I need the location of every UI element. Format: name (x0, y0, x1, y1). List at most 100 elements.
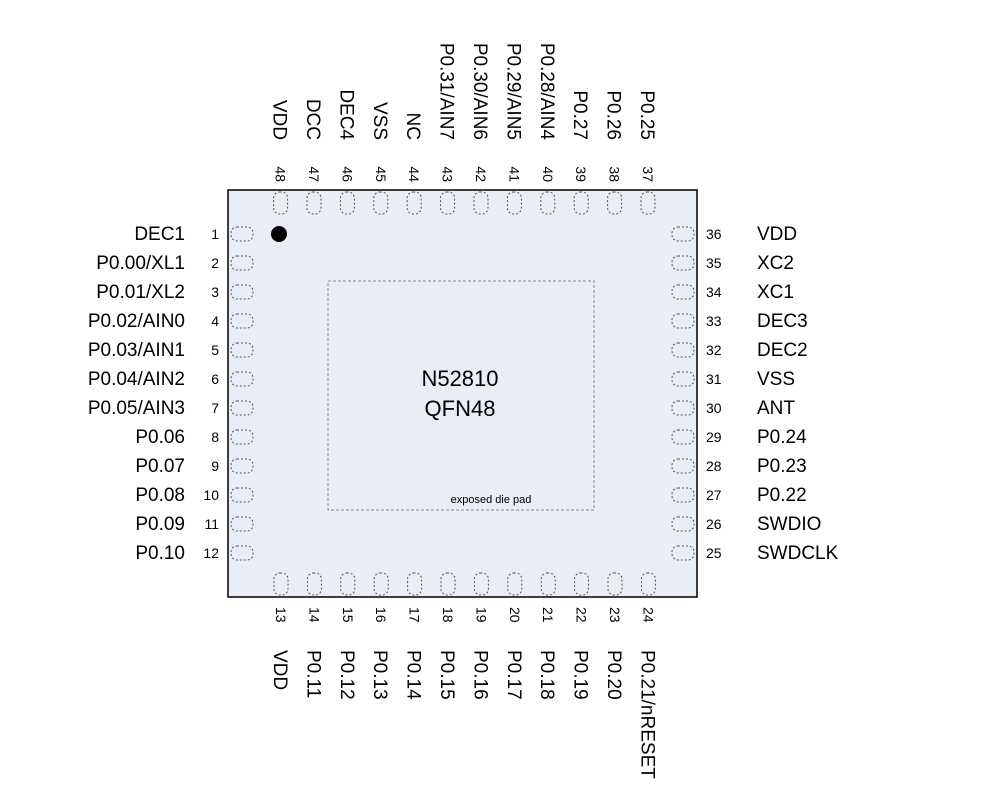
pin-pad (230, 342, 254, 358)
pin-number: 10 (203, 487, 219, 503)
pin-number: 19 (473, 607, 489, 623)
pin-label: DEC4 (335, 89, 356, 140)
pin-label: P0.21/nRESET (636, 650, 657, 779)
pin-label: P0.03/AIN1 (88, 340, 185, 361)
pin-pad (373, 191, 389, 215)
pin-label: ANT (757, 398, 795, 419)
pin-number: 26 (706, 516, 722, 532)
pin-pad (640, 191, 656, 215)
pin-label: P0.05/AIN3 (88, 398, 185, 419)
pin-pad (671, 516, 695, 532)
pin-number: 42 (473, 166, 489, 182)
pin-number: 38 (607, 166, 623, 182)
pin-number: 16 (373, 607, 389, 623)
pin-number: 8 (211, 429, 219, 445)
pin-label: P0.31/AIN7 (436, 43, 457, 140)
pin-label: P0.00/XL1 (96, 253, 185, 274)
pin-number: 20 (507, 607, 523, 623)
pin-number: 41 (506, 166, 522, 182)
pin-label: P0.18 (536, 650, 557, 700)
pin-number: 45 (373, 166, 389, 182)
pin-pad (440, 191, 456, 215)
pin-label: P0.12 (336, 650, 357, 700)
pin-pad (671, 487, 695, 503)
pin-pad (573, 191, 589, 215)
pin-number: 21 (540, 607, 556, 623)
pin-pad (473, 191, 489, 215)
pin-pad (671, 458, 695, 474)
pin1-indicator-dot (271, 226, 287, 242)
pin-number: 24 (640, 607, 656, 623)
pin-label: P0.14 (403, 650, 424, 700)
pin-number: 13 (273, 607, 289, 623)
pin-number: 44 (406, 166, 422, 182)
pin-number: 12 (203, 545, 219, 561)
pin-pad (671, 255, 695, 271)
pin-pad (273, 572, 289, 596)
pin-number: 46 (339, 166, 355, 182)
pin-number: 2 (211, 255, 219, 271)
pin-number: 5 (211, 342, 219, 358)
pin-pad (506, 191, 522, 215)
pin-pad (230, 255, 254, 271)
package-body-group: N52810 QFN48 exposed die pad (227, 189, 698, 598)
pin-pad (406, 191, 422, 215)
pin-pad (607, 572, 623, 596)
pin-pad (230, 226, 254, 242)
pin-label: XC1 (757, 282, 794, 303)
pin-label: P0.10 (135, 543, 185, 564)
pin-pad (230, 371, 254, 387)
pin-number: 40 (540, 166, 556, 182)
pin-pad (339, 191, 355, 215)
pin-number: 28 (706, 458, 722, 474)
pin-pad (230, 458, 254, 474)
pin-pad (540, 191, 556, 215)
pin-number: 7 (211, 400, 219, 416)
pin-pad (340, 572, 356, 596)
pin-pad (540, 572, 556, 596)
pin-number: 33 (706, 313, 722, 329)
pin-pad (473, 572, 489, 596)
pin-pad (230, 487, 254, 503)
pin-number: 48 (273, 166, 289, 182)
pin-pad (671, 342, 695, 358)
pin-label: P0.16 (469, 650, 490, 700)
pin-pad (507, 572, 523, 596)
pin-label: P0.08 (135, 485, 185, 506)
pin-number: 35 (706, 255, 722, 271)
pin-label: P0.27 (569, 90, 590, 140)
pin-label: P0.07 (135, 456, 185, 477)
pin-label: P0.19 (570, 650, 591, 700)
pin-label: DEC3 (757, 311, 808, 332)
pin-number: 27 (706, 487, 722, 503)
pin-label: P0.22 (757, 485, 807, 506)
pin-label: P0.02/AIN0 (88, 311, 185, 332)
exposed-die-pad (327, 280, 595, 511)
pin-number: 39 (573, 166, 589, 182)
exposed-pad-label: exposed die pad (451, 494, 532, 506)
pin-number: 14 (306, 607, 322, 623)
pin-number: 9 (211, 458, 219, 474)
pin-number: 29 (706, 429, 722, 445)
pin-pad (640, 572, 656, 596)
pin-number: 32 (706, 342, 722, 358)
pin-label: P0.29/AIN5 (502, 43, 523, 140)
pin-label: VDD (757, 224, 797, 245)
pin-number: 4 (211, 313, 219, 329)
pin-number: 6 (211, 371, 219, 387)
pin-number: 31 (706, 371, 722, 387)
pin-pad (230, 284, 254, 300)
pin-number: 1 (211, 226, 219, 242)
pin-label: P0.06 (135, 427, 185, 448)
pin-pad (671, 429, 695, 445)
pin-pad (373, 572, 389, 596)
pin-pad (574, 572, 590, 596)
pin-label: P0.30/AIN6 (469, 43, 490, 140)
pin-pad (671, 400, 695, 416)
pin-label: SWDIO (757, 514, 821, 535)
pin-pad (671, 371, 695, 387)
pin-label: NC (402, 113, 423, 140)
pin-label: P0.26 (603, 90, 624, 140)
pin-number: 23 (607, 607, 623, 623)
pin-label: P0.04/AIN2 (88, 369, 185, 390)
